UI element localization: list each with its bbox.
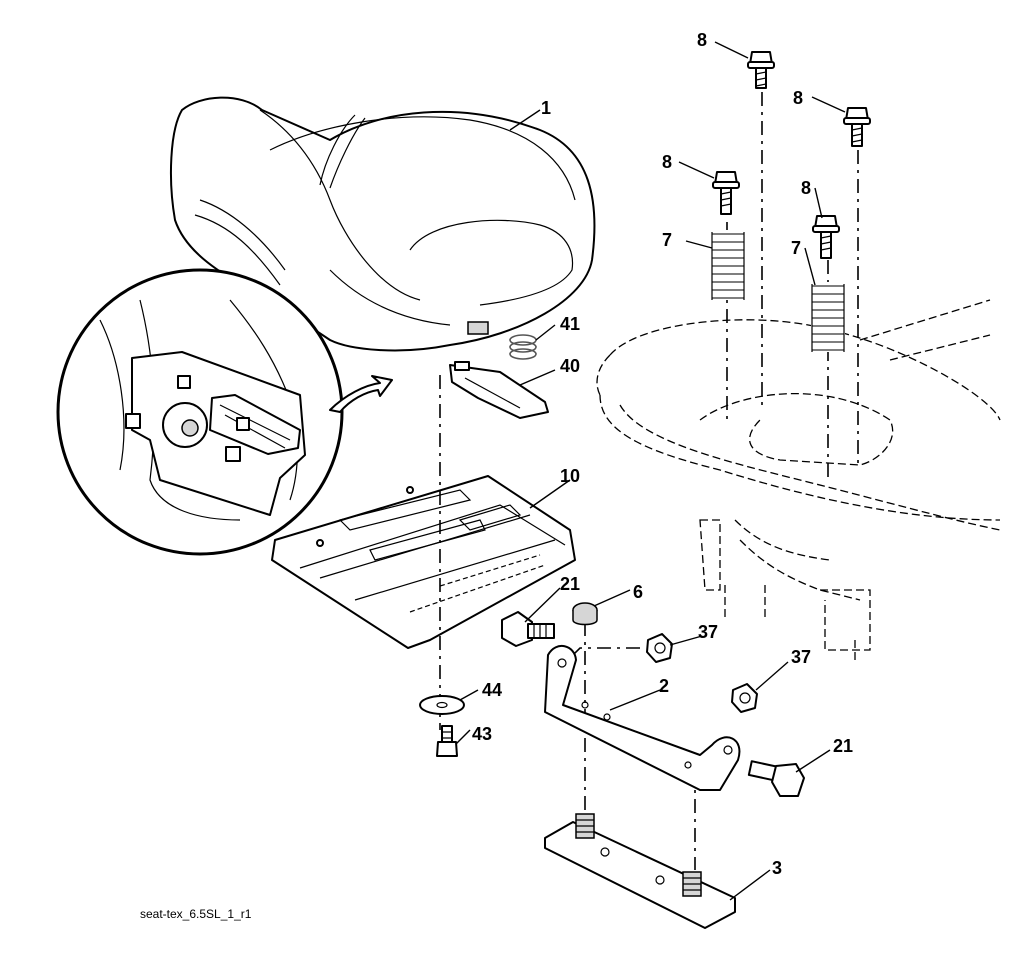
callout-3: 3 [772, 858, 782, 878]
callout-37-lower: 37 [791, 647, 811, 667]
callout-7-right: 7 [791, 238, 801, 258]
callout-37-upper: 37 [698, 622, 718, 642]
bolt-43 [436, 725, 458, 757]
callout-8-mid: 8 [801, 178, 811, 198]
callout-41: 41 [560, 314, 580, 334]
callout-43: 43 [472, 724, 492, 744]
bolt-8-right [843, 107, 871, 147]
seat-pan-adjust-slots [409, 554, 546, 613]
bolt-8-mid [812, 215, 840, 259]
detail-callout-circle [56, 268, 393, 556]
clip-part [449, 361, 549, 419]
figure-filename: seat-tex_6.5SL_1_r1 [140, 907, 252, 921]
seat-pan-part [271, 475, 576, 649]
callout-21-left: 21 [560, 574, 580, 594]
washer-44 [419, 695, 465, 715]
nut-6 [572, 602, 598, 626]
callout-2: 2 [659, 676, 669, 696]
callout-44: 44 [482, 680, 502, 700]
callout-labels: 1 8 8 8 8 7 7 41 40 10 21 6 37 37 2 21 3… [472, 30, 853, 878]
seat-part [169, 96, 596, 352]
bracket-part [544, 645, 741, 791]
nut-37-lower [731, 683, 758, 713]
spring-7-left [711, 230, 745, 300]
bolt-21-right [747, 760, 805, 797]
callout-21-right: 21 [833, 736, 853, 756]
callout-8-left: 8 [662, 152, 672, 172]
tractor-frame-outline [596, 299, 1001, 660]
assembly-centerlines [439, 92, 859, 870]
plate-stud-left [575, 813, 595, 839]
bolt-8-left [712, 171, 740, 215]
spring-7-right [811, 282, 845, 352]
bolt-21-left [501, 611, 555, 647]
callout-6: 6 [633, 582, 643, 602]
callout-1: 1 [541, 98, 551, 118]
mounting-plate-part [544, 813, 736, 929]
callout-7-left: 7 [662, 230, 672, 250]
callout-8-right: 8 [793, 88, 803, 108]
callout-8-top: 8 [697, 30, 707, 50]
callout-40: 40 [560, 356, 580, 376]
bolt-8-top [747, 51, 775, 89]
callout-10: 10 [560, 466, 580, 486]
leader-lines [455, 41, 846, 901]
compression-spring-part [509, 334, 537, 360]
plate-stud-right [682, 871, 702, 897]
nut-37-upper [646, 633, 673, 663]
